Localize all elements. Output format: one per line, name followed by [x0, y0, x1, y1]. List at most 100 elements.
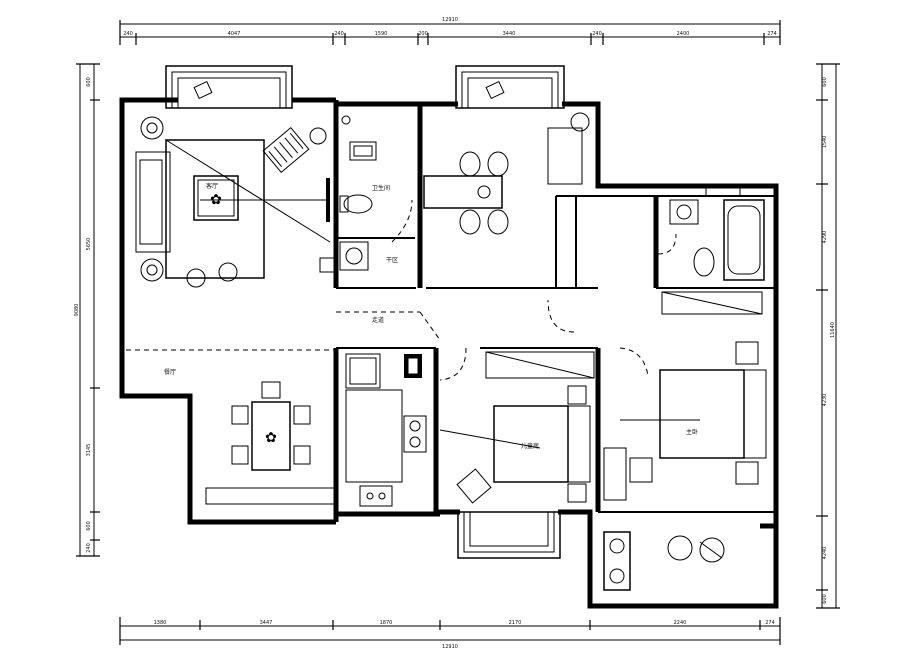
toilet-icon	[693, 247, 715, 277]
wardrobe-master	[661, 291, 763, 315]
kids-bay-window	[457, 511, 561, 559]
room-label-bath1: 卫生间	[372, 184, 390, 192]
nightstand	[567, 483, 587, 503]
squat-toilet-icon	[349, 141, 377, 161]
dim-left-5: 240	[86, 543, 92, 553]
dim-top-8: 2400	[677, 31, 690, 37]
bathroom-1: 卫生间 干区	[319, 115, 398, 273]
dim-bottom-6: 274	[765, 620, 775, 626]
stool	[186, 268, 206, 288]
chair	[487, 151, 509, 177]
dining-bay-window	[455, 65, 565, 109]
dim-top-9: 274	[767, 31, 777, 37]
tv-unit	[326, 178, 330, 222]
kids-room: 儿童房	[439, 351, 595, 504]
dim-right-5: 4240	[822, 547, 828, 560]
dim-right-total: 11640	[830, 322, 836, 338]
chair	[261, 381, 281, 399]
floor-lamp-icon	[140, 258, 164, 282]
coffee-table	[193, 175, 239, 221]
washing-machine-icon	[609, 538, 625, 554]
dim-bottom-2: 3447	[260, 620, 273, 626]
nightstand	[735, 341, 759, 365]
plant-icon: ✿	[265, 430, 277, 446]
stove-icon	[403, 415, 427, 453]
dim-bottom-1: 1380	[154, 620, 167, 626]
wardrobe	[485, 351, 595, 379]
room-label-master: 主卧	[686, 428, 698, 436]
master-bed	[659, 369, 745, 459]
bottom-dimension: 1380 3447 1870 2170 2240 274 12910	[119, 617, 781, 650]
dining-area: ✿ 餐厅	[164, 368, 335, 505]
nightstand	[567, 385, 587, 405]
chair	[459, 151, 481, 177]
dim-right-3: 4290	[822, 231, 828, 244]
balcony	[603, 531, 725, 591]
dim-top-7: 240	[592, 31, 602, 37]
interior-walls	[333, 104, 776, 514]
kids-bed	[493, 405, 569, 483]
dim-left-1: 600	[86, 77, 92, 87]
dining-room-top	[423, 80, 590, 235]
chair	[487, 209, 509, 235]
toilet-icon	[343, 194, 373, 214]
chair	[293, 405, 311, 425]
dim-right-6: 600	[822, 594, 828, 604]
dim-top-total: 12910	[442, 17, 458, 23]
side-lamp-icon	[309, 127, 327, 145]
chair	[231, 445, 249, 465]
floor-lamp-icon	[570, 112, 590, 132]
dim-top-3: 240	[334, 31, 344, 37]
fridge-icon	[345, 353, 381, 389]
dim-left-2: 5650	[86, 238, 92, 251]
sink-icon	[359, 485, 393, 507]
dim-bottom-5: 2240	[674, 620, 687, 626]
room-label-dry-area: 干区	[386, 257, 398, 264]
dim-bottom-3: 1870	[380, 620, 393, 626]
top-dimension: 12910 240 4047 240 1590 200 3440 240 240…	[119, 17, 781, 45]
living-bay-window	[165, 65, 293, 109]
nightstand	[735, 461, 759, 485]
door-swings	[126, 199, 677, 381]
counter	[345, 389, 403, 483]
bathtub-icon	[723, 199, 765, 281]
living-room: ✿ 客厅	[135, 80, 331, 288]
dim-top-1: 240	[123, 31, 133, 37]
left-dimension: 600 5650 3145 600 240 9080	[74, 63, 100, 557]
washer-cabinet	[603, 531, 631, 591]
dresser	[603, 447, 627, 501]
dim-top-4: 1590	[375, 31, 388, 37]
right-dimension: 600 1540 4290 4230 4240 600 11640	[816, 63, 840, 609]
master-bedroom: 主卧	[603, 341, 767, 501]
stool	[218, 262, 238, 282]
bathroom-2	[669, 185, 765, 281]
sofa	[135, 151, 171, 253]
floor-lamp-icon	[140, 116, 164, 140]
dining-table	[423, 175, 503, 209]
armchair	[547, 127, 583, 185]
dim-right-1: 600	[822, 77, 828, 87]
kitchen	[345, 353, 427, 507]
chair	[699, 537, 725, 563]
dim-top-2: 4047	[228, 31, 241, 37]
chair	[459, 209, 481, 235]
chair	[293, 445, 311, 465]
washbasin-icon	[669, 199, 699, 225]
room-label-dining: 餐厅	[164, 368, 176, 376]
dim-right-2: 1540	[822, 136, 828, 149]
room-label-living: 客厅	[206, 182, 218, 190]
room-label-corridor: 走道	[372, 316, 384, 324]
armchair	[262, 127, 310, 173]
exterior-walls	[119, 97, 779, 609]
dim-left-3: 3145	[86, 444, 92, 457]
dim-right-4: 4230	[822, 394, 828, 407]
chair	[231, 405, 249, 425]
room-label-kids: 儿童房	[521, 442, 539, 450]
dim-top-5: 200	[418, 31, 428, 37]
dining-table	[251, 401, 291, 471]
washbasin-icon	[339, 241, 369, 271]
dim-bottom-4: 2170	[509, 620, 522, 626]
sideboard	[205, 487, 335, 505]
